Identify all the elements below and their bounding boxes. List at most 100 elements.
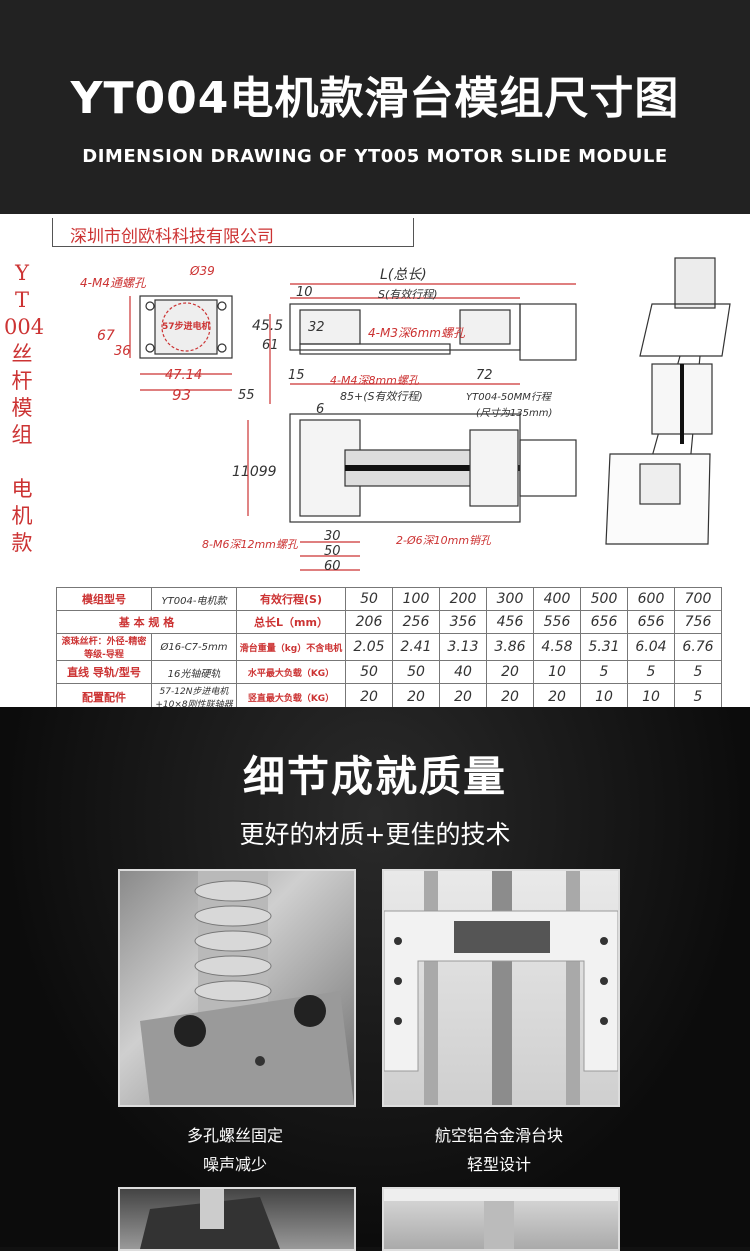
cell: 20 xyxy=(439,683,487,707)
label-32: 32 xyxy=(308,320,325,335)
screw-illustration xyxy=(384,1189,618,1249)
label-30: 30 xyxy=(324,529,341,544)
row-label: 基 本 规 格 xyxy=(56,610,237,634)
cell: 5 xyxy=(580,660,628,684)
vertical-model-label: Y T 004 丝 杆 模 组 电 机 款 xyxy=(4,260,45,557)
label-m6: 8-M6深12mm螺孔 xyxy=(202,538,298,551)
detail-subtitle: 更好的材质+更佳的技术 xyxy=(239,820,511,849)
cell: 256 xyxy=(392,610,440,634)
label-11099: 11099 xyxy=(232,464,277,480)
caption-2-line2: 轻型设计 xyxy=(466,1155,531,1174)
table-row: 直线 导轨/型号 16光轴硬轨 水平最大负载（KG） 50 50 40 20 1… xyxy=(56,660,722,684)
cell: 3.13 xyxy=(439,633,487,661)
cell: 3.86 xyxy=(486,633,534,661)
cell: 2.41 xyxy=(392,633,440,661)
table-row: 滚珠丝杆：外径-精密等级-导程 Ø16-C7-5mm 滑台重量（kg）不含电机 … xyxy=(56,633,722,661)
caption-1-line1: 多孔螺丝固定 xyxy=(186,1126,283,1145)
label-93: 93 xyxy=(172,386,192,404)
row-value: 16光轴硬轨 xyxy=(151,660,237,684)
table-row: 模组型号 YT004-电机款 有效行程(S) 50 100 200 300 40… xyxy=(56,587,722,611)
cell: 10 xyxy=(627,683,675,707)
label-yt-note1: YT004-50MM行程 xyxy=(466,392,551,403)
cell: 40 xyxy=(439,660,487,684)
cell: 2.05 xyxy=(345,633,393,661)
table-row: 配置配件 57-12N步进电机+10×8刚性联轴器 竖直最大负载（KG） 20 … xyxy=(56,683,722,707)
row-label: 模组型号 xyxy=(56,587,152,611)
label-m3: 4-M3深6mm螺孔 xyxy=(368,326,465,340)
row-label2: 滑台重量（kg）不含电机 xyxy=(236,633,346,661)
label-60: 60 xyxy=(324,559,341,574)
vert-char: 款 xyxy=(11,531,33,555)
iso-view xyxy=(605,257,731,545)
cell: 656 xyxy=(580,610,628,634)
side-view-top xyxy=(269,283,577,404)
cell: 20 xyxy=(486,660,534,684)
page-subtitle: DIMENSION DRAWING OF YT005 MOTOR SLIDE M… xyxy=(82,146,668,167)
vert-char: 004 xyxy=(4,315,45,339)
cell: 206 xyxy=(345,610,393,634)
cell: 756 xyxy=(674,610,722,634)
vert-char: T xyxy=(14,288,29,312)
vert-char: 组 xyxy=(11,423,33,447)
cell: 600 xyxy=(627,587,675,611)
photo-ballscrew xyxy=(118,869,356,1107)
row-label2: 水平最大负载（KG） xyxy=(236,660,346,684)
label-dia39: Ø39 xyxy=(190,264,215,278)
photo-motor-partial xyxy=(118,1187,356,1251)
label-36: 36 xyxy=(114,344,131,359)
caption-1-line2: 噪声减少 xyxy=(202,1155,267,1174)
label-55: 55 xyxy=(238,388,255,403)
photo-aluminum-block xyxy=(382,869,620,1107)
cell: 50 xyxy=(392,660,440,684)
cell: 456 xyxy=(486,610,534,634)
row-value: Ø16-C7-5mm xyxy=(151,633,237,661)
cell: 200 xyxy=(439,587,487,611)
cell: 656 xyxy=(627,610,675,634)
label-s85: 85+(S有效行程) xyxy=(340,390,423,403)
plan-view xyxy=(247,413,577,571)
cell: 6.04 xyxy=(627,633,675,661)
cell: 5 xyxy=(674,660,722,684)
label-45-5: 45.5 xyxy=(252,318,284,334)
cell: 6.76 xyxy=(674,633,722,661)
detail-title: 细节成就质量 xyxy=(242,752,507,801)
cell: 50 xyxy=(345,587,393,611)
caption-2-line1: 航空铝合金滑台块 xyxy=(434,1126,563,1145)
cell: 500 xyxy=(580,587,628,611)
table-row: 基 本 规 格 总长L（mm） 206 256 356 456 556 656 … xyxy=(56,610,722,634)
cell: 10 xyxy=(580,683,628,707)
label-s-stroke: S(有效行程) xyxy=(378,288,438,301)
spec-table: 模组型号 YT004-电机款 有效行程(S) 50 100 200 300 40… xyxy=(56,587,722,707)
cell: 100 xyxy=(392,587,440,611)
vert-char: Y xyxy=(15,261,29,285)
label-50: 50 xyxy=(324,544,341,559)
motor-tag: 57步进电机 xyxy=(162,322,211,332)
dimension-drawing: 深圳市创欧科科技有限公司 Y T 004 丝 杆 模 组 电 机 款 xyxy=(0,214,750,707)
cell: 5.31 xyxy=(580,633,628,661)
label-m4-through: 4-M4通螺孔 xyxy=(80,276,146,290)
caption-1: 多孔螺丝固定 噪声减少 xyxy=(105,1121,365,1179)
company-frame xyxy=(52,218,414,247)
cell: 50 xyxy=(345,660,393,684)
label-m4-8: 4-M4深8mm螺孔 xyxy=(330,374,419,387)
header-banner: YT004电机款滑台模组尺寸图 DIMENSION DRAWING OF YT0… xyxy=(0,0,750,214)
caption-2: 航空铝合金滑台块 轻型设计 xyxy=(369,1121,629,1179)
cell: 556 xyxy=(533,610,581,634)
label-yt-note2: (尺寸为135mm) xyxy=(476,408,553,419)
vert-char: 模 xyxy=(11,396,33,420)
cell: 10 xyxy=(533,660,581,684)
cell: 5 xyxy=(674,683,722,707)
cell: 20 xyxy=(533,683,581,707)
cell: 700 xyxy=(674,587,722,611)
cell: 5 xyxy=(627,660,675,684)
vert-char: 机 xyxy=(11,504,33,528)
detail-section: 细节成就质量 更好的材质+更佳的技术 xyxy=(0,707,750,1251)
ballscrew-illustration xyxy=(140,871,354,1105)
vert-char: 杆 xyxy=(11,369,33,393)
cell: 4.58 xyxy=(533,633,581,661)
label-6: 6 xyxy=(316,402,325,417)
cell: 300 xyxy=(486,587,534,611)
cell: 20 xyxy=(345,683,393,707)
cell: 20 xyxy=(486,683,534,707)
label-47-14: 47.14 xyxy=(165,368,203,383)
